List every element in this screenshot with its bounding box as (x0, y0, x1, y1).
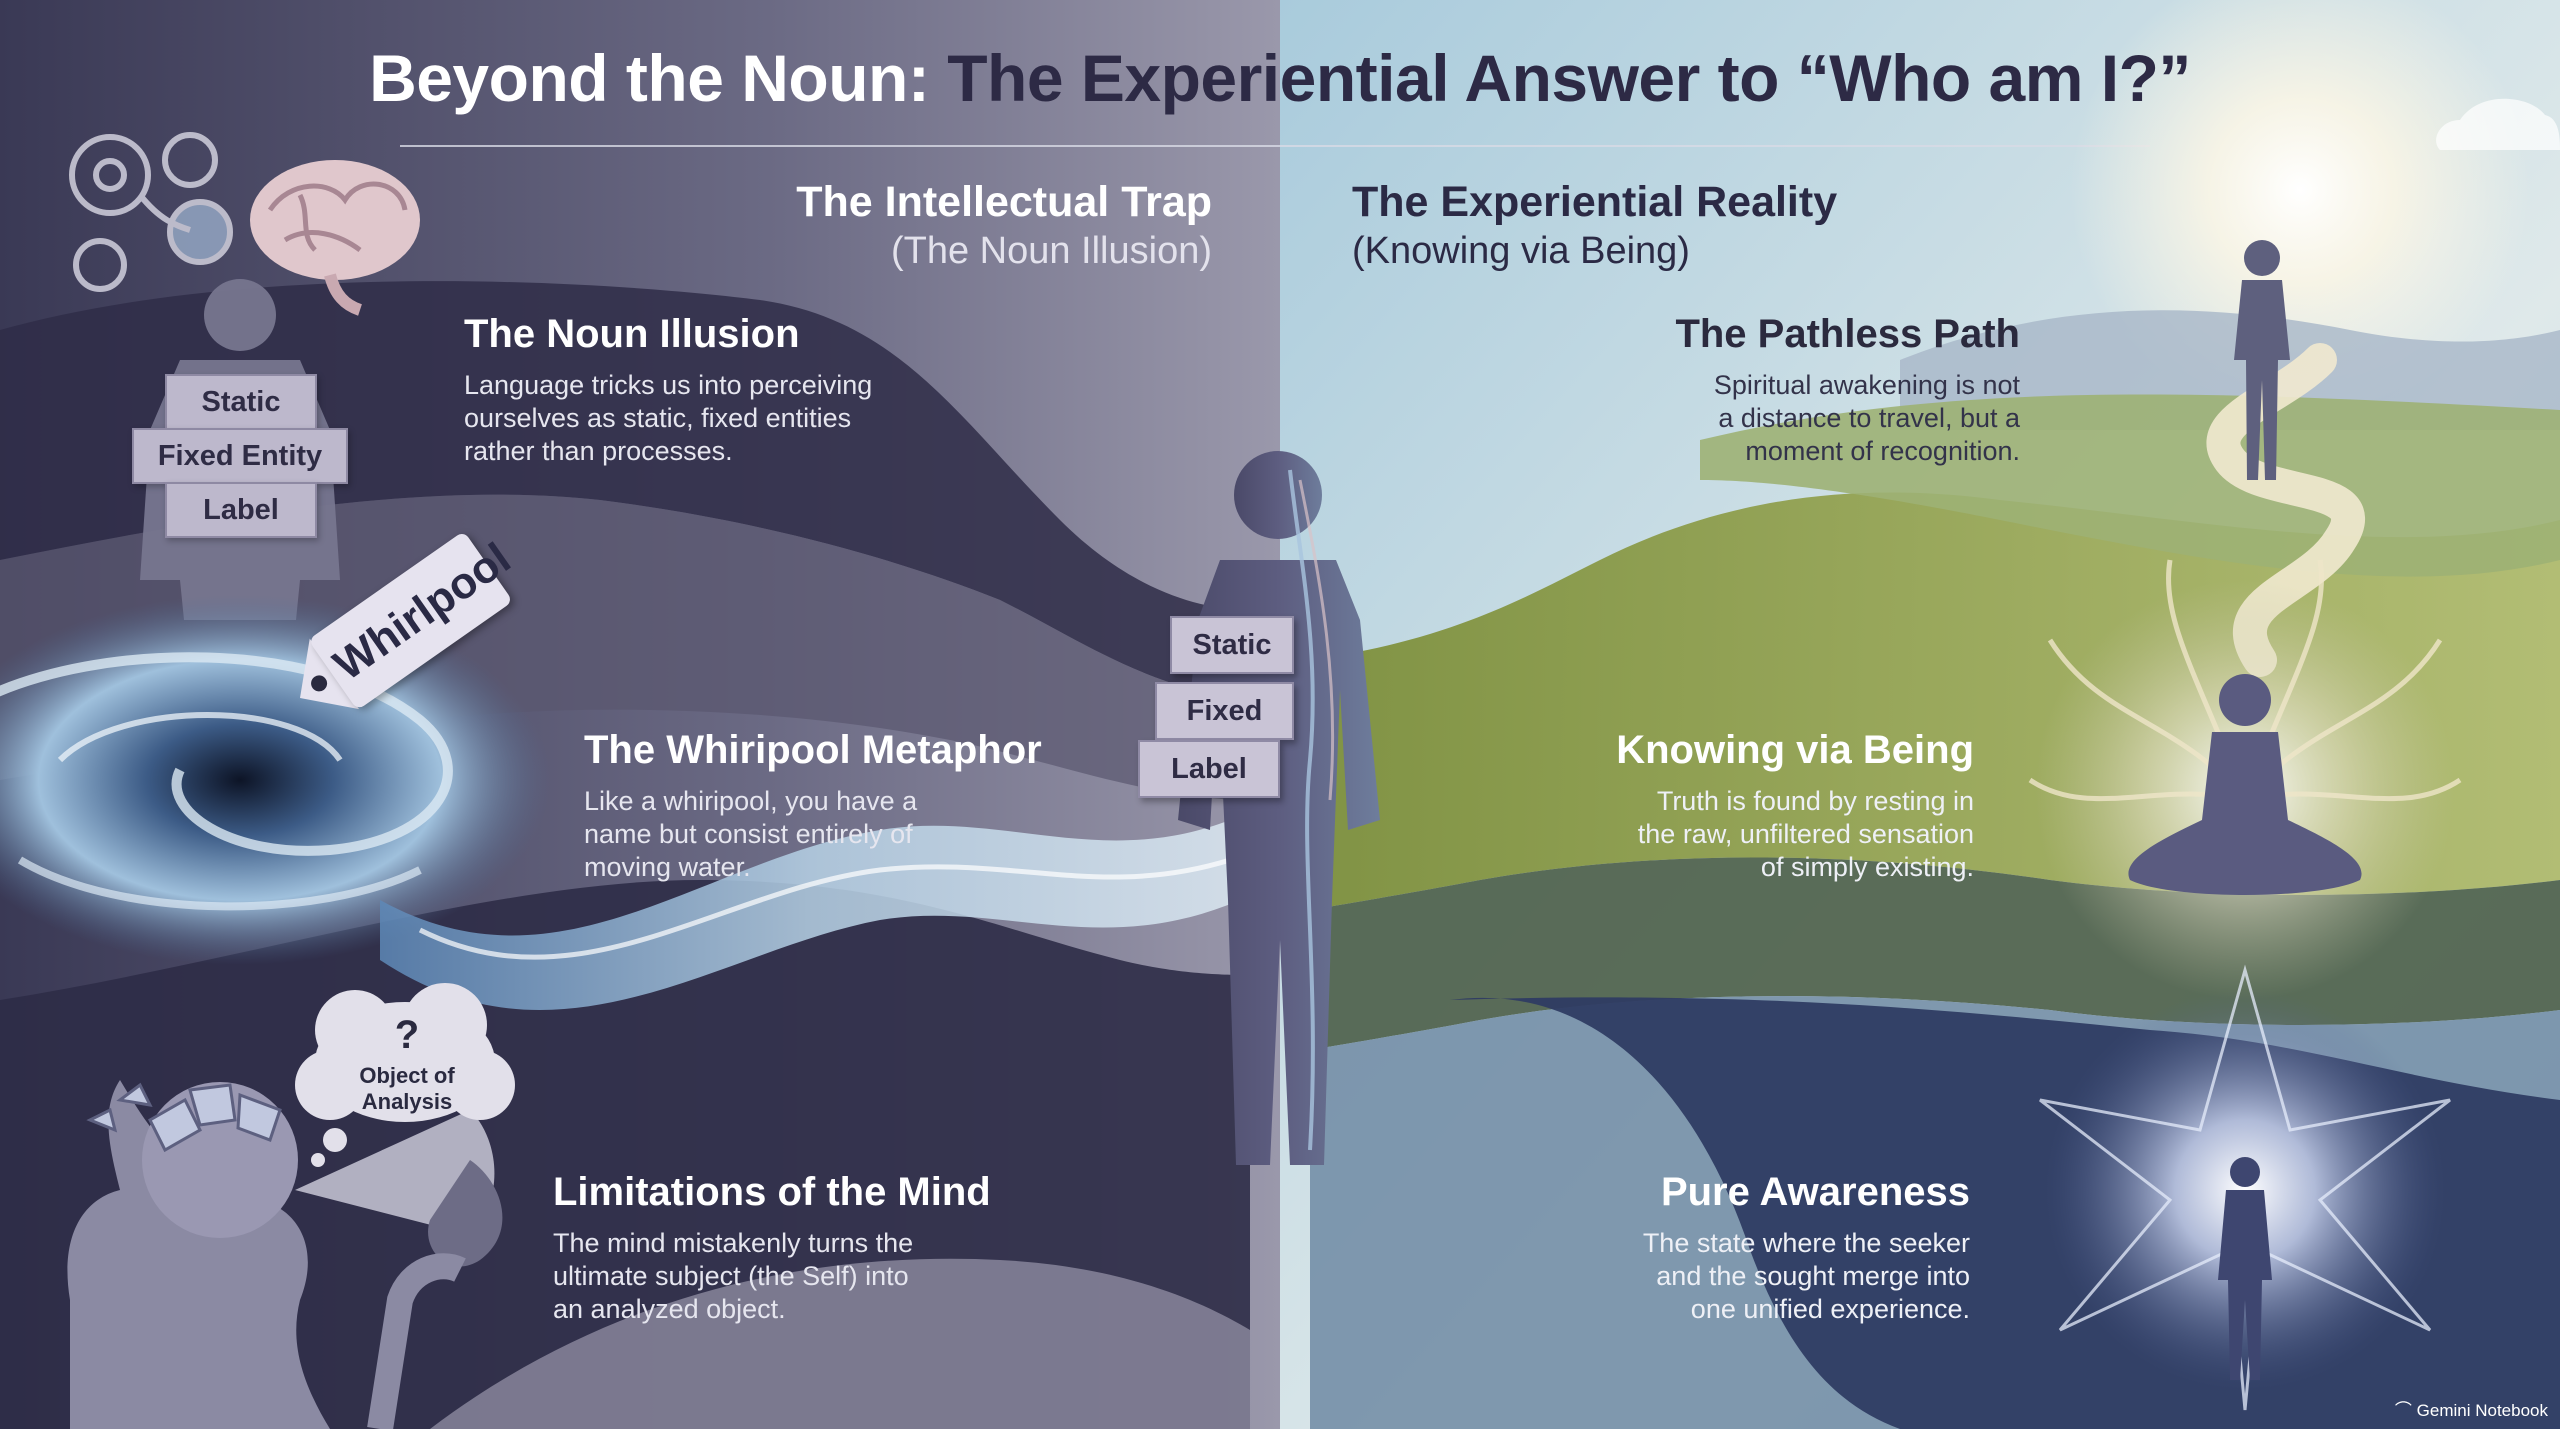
section-heading: Limitations of the Mind (553, 1170, 991, 1214)
section-heading: The Whiripool Metaphor (584, 728, 1042, 772)
section-whirlpool-metaphor: The Whiripool Metaphor Like a whiripool,… (584, 728, 1144, 884)
section-noun-illusion: The Noun Illusion Language tricks us int… (464, 312, 1024, 468)
section-text: Language tricks us into perceiving ourse… (464, 370, 873, 466)
center-label-static: Static (1170, 616, 1294, 674)
section-heading: Knowing via Being (1616, 728, 1974, 772)
brand-watermark: ⌒ Gemini Notebook (2395, 1396, 2548, 1421)
right-column-subheading: (Knowing via Being) (1352, 230, 1690, 272)
section-pathless-path: The Pathless Path Spiritual awakening is… (1520, 312, 2020, 468)
title-part-2: The Experiential Answer to “Who am I?” (947, 41, 2191, 115)
section-heading: The Pathless Path (1675, 312, 2020, 356)
thought-cloud-icon (295, 983, 515, 1167)
brain-icon (250, 160, 420, 316)
center-label-label: Label (1138, 740, 1280, 798)
brand-label: Gemini Notebook (2416, 1401, 2548, 1420)
center-label-fixed: Fixed (1155, 682, 1294, 740)
right-column-heading: The Experiential Reality (1352, 178, 1838, 226)
section-heading: The Noun Illusion (464, 312, 800, 356)
meditating-figure-icon (2128, 674, 2362, 895)
section-text: The state where the seeker and the sough… (1642, 1228, 1970, 1324)
question-mark: ? (394, 1013, 420, 1057)
thinking-head-icon (67, 1080, 503, 1429)
whirlpool-icon (0, 595, 550, 965)
section-knowing-via-being: Knowing via Being Truth is found by rest… (1474, 728, 1974, 884)
section-limitations-of-mind: Limitations of the Mind The mind mistake… (553, 1170, 1113, 1326)
thought-cloud-line-2: Analysis (361, 1089, 453, 1114)
page-title: Beyond the Noun: The Experiential Answer… (0, 40, 2560, 116)
figure-label-static: Static (165, 374, 317, 430)
left-column-subheading: (The Noun Illusion) (890, 230, 1212, 272)
section-text: Spiritual awakening is not a distance to… (1713, 370, 2020, 466)
figure-label-fixed-entity: Fixed Entity (132, 428, 348, 484)
section-text: Truth is found by resting in the raw, un… (1637, 786, 1974, 882)
thought-cloud-line-1: Object of (359, 1063, 455, 1088)
left-column-heading: The Intellectual Trap (796, 178, 1212, 226)
brand-icon: ⌒ (2394, 1401, 2417, 1420)
walking-figure-icon (2234, 240, 2290, 480)
figure-label-label: Label (165, 482, 317, 538)
section-heading: Pure Awareness (1660, 1170, 1970, 1214)
section-pure-awareness: Pure Awareness The state where the seeke… (1470, 1170, 1970, 1326)
radiant-figure-icon (2218, 1157, 2272, 1380)
section-text: Like a whiripool, you have a name but co… (584, 786, 918, 882)
gears-icon (69, 132, 233, 292)
title-part-1: Beyond the Noun: (369, 41, 930, 115)
thought-cloud: ? Object of Analysis (312, 1005, 502, 1135)
section-text: The mind mistakenly turns the ultimate s… (553, 1228, 914, 1324)
